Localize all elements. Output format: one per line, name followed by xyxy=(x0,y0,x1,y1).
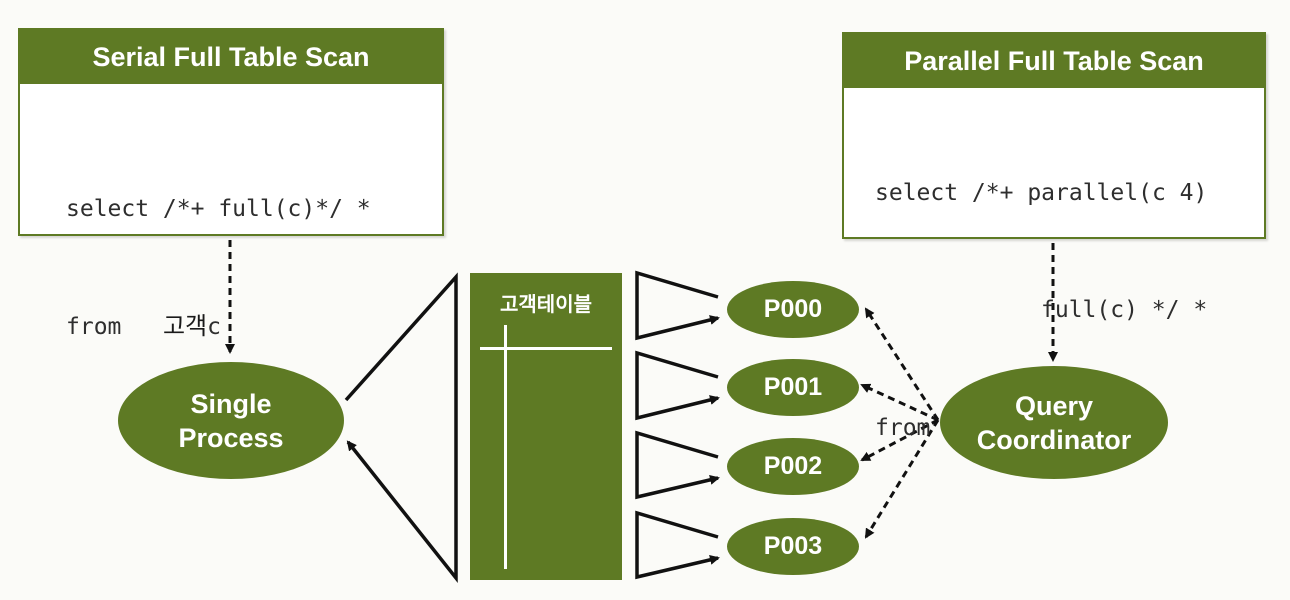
parallel-sql-line-1: select /*+ parallel(c 4) xyxy=(875,180,1208,206)
serial-sql-line-1: select /*+ full(c)*/ * xyxy=(66,196,371,222)
parallel-sql-line-2: full(c) */ * xyxy=(1041,297,1208,323)
coordinator-to-p003-arrow xyxy=(864,419,940,539)
slave-node-p000: P000 xyxy=(727,281,859,338)
serial-sql-from: from xyxy=(66,314,122,340)
slave-label-p003: P003 xyxy=(763,532,823,560)
table-label: 고객테이블 xyxy=(500,292,592,316)
serial-sql-line-2: from 고객c xyxy=(66,307,442,347)
serial-sql-alias: c xyxy=(207,314,221,340)
table-column-divider xyxy=(504,325,507,569)
coordinator-to-p000-arrow xyxy=(864,307,940,421)
slave-node-p002: P002 xyxy=(727,438,859,495)
serial-panel-title: Serial Full Table Scan xyxy=(20,30,442,84)
query-coordinator-node: Query Coordinator xyxy=(940,366,1168,479)
single-process-node: Single Process xyxy=(118,362,344,479)
table-header-divider xyxy=(480,347,612,350)
coordinator-to-p001-arrow xyxy=(860,383,939,422)
scan-triangle-p003 xyxy=(635,510,720,580)
customer-table-block: 고객테이블 xyxy=(470,273,622,580)
serial-sql-table: 고객 xyxy=(162,312,208,340)
parallel-sql-from: from xyxy=(875,415,931,441)
query-coordinator-label: Query Coordinator xyxy=(976,390,1132,455)
serial-sql-code: select /*+ full(c)*/ * from 고객c xyxy=(20,84,442,425)
parallel-scan-panel: Parallel Full Table Scan select /*+ para… xyxy=(842,32,1266,441)
scan-triangle-p002 xyxy=(635,430,720,500)
scan-triangle-p001 xyxy=(635,350,720,421)
slave-label-p002: P002 xyxy=(763,452,823,480)
serial-scan-triangle xyxy=(344,272,458,584)
scan-triangle-p000 xyxy=(635,270,720,341)
slave-node-p001: P001 xyxy=(727,359,859,416)
slave-node-p003: P003 xyxy=(727,518,859,575)
serial-scan-panel: Serial Full Table Scan select /*+ full(c… xyxy=(18,28,444,340)
slave-label-p001: P001 xyxy=(763,373,823,401)
single-process-label: Single Process xyxy=(178,388,284,453)
parallel-panel-title: Parallel Full Table Scan xyxy=(844,34,1264,88)
slave-label-p000: P000 xyxy=(763,295,823,323)
coordinator-to-p002-arrow xyxy=(860,418,939,462)
